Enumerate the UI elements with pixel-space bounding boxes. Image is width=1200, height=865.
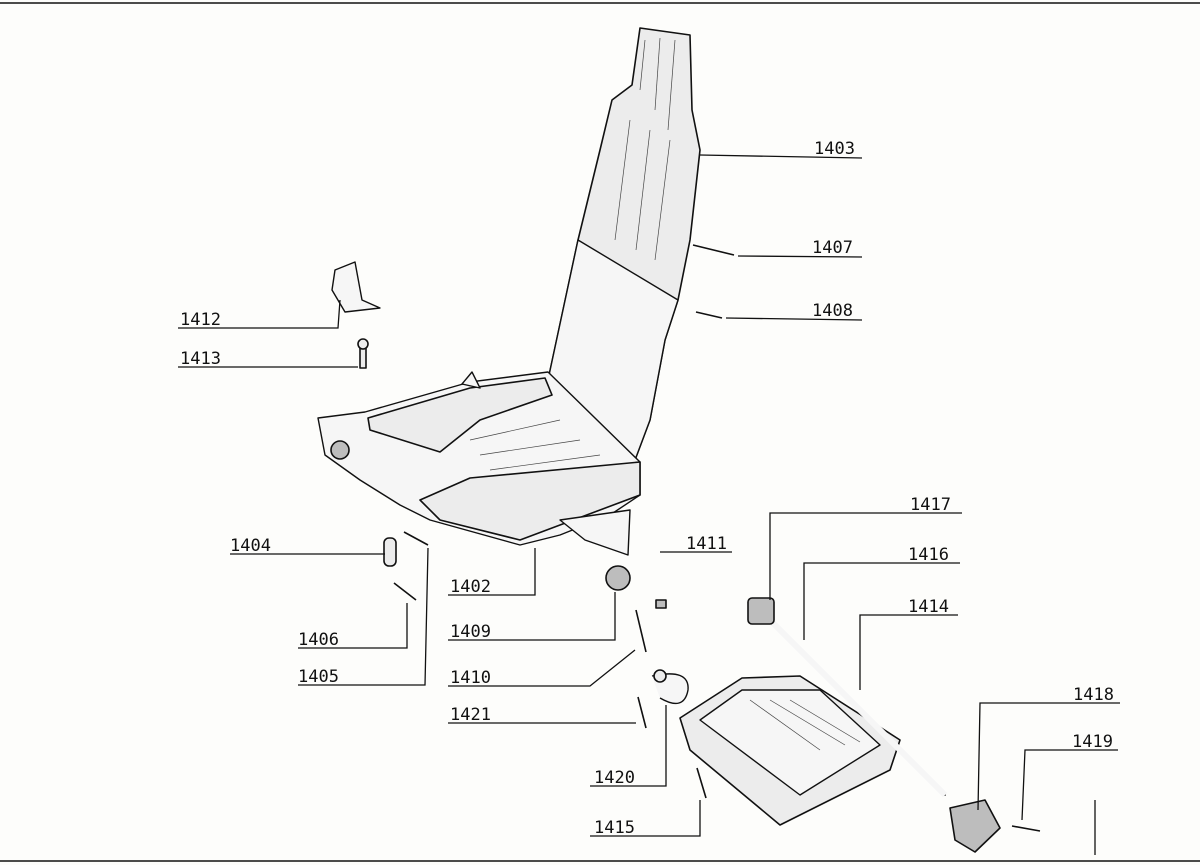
seat-pan-part bbox=[317, 371, 641, 556]
part-number-1418: 1418 bbox=[1073, 685, 1114, 705]
part-number-1421: 1421 bbox=[450, 705, 491, 725]
leader-1419 bbox=[1021, 749, 1118, 821]
bolt-part-1405 bbox=[403, 531, 429, 546]
bolt-part-1415 bbox=[696, 767, 707, 799]
part-number-1410: 1410 bbox=[450, 668, 491, 688]
hinge-bracket-part-1418 bbox=[949, 799, 1001, 853]
leader-1407 bbox=[737, 255, 863, 258]
leader-1412 bbox=[178, 299, 341, 329]
part-number-1412: 1412 bbox=[180, 310, 221, 330]
part-number-1408: 1408 bbox=[812, 301, 853, 321]
leader-1418 bbox=[977, 702, 1120, 811]
part-number-1419: 1419 bbox=[1072, 732, 1113, 752]
screw-part-1419 bbox=[1011, 825, 1041, 832]
part-number-1415: 1415 bbox=[594, 818, 635, 838]
end-cap-part-1417 bbox=[747, 597, 775, 625]
pin-part-1413 bbox=[357, 338, 369, 369]
leader-1415 bbox=[590, 800, 701, 837]
leader-1414 bbox=[859, 614, 958, 690]
leader-lines bbox=[178, 154, 1120, 855]
bolt-part-1407 bbox=[692, 244, 735, 256]
part-number-labels: 1403 1407 1408 1412 1413 1404 1402 1406 … bbox=[180, 139, 1114, 838]
part-number-1414: 1414 bbox=[908, 597, 949, 617]
leader-1416 bbox=[803, 562, 960, 640]
leader-1406 bbox=[298, 603, 408, 649]
clip-part-1404 bbox=[383, 537, 397, 567]
part-number-1416: 1416 bbox=[908, 545, 949, 565]
leader-1408 bbox=[725, 317, 863, 321]
part-number-1417: 1417 bbox=[910, 495, 951, 515]
footrest-part-1414 bbox=[679, 675, 901, 826]
leader-1403 bbox=[699, 154, 863, 159]
part-number-1405: 1405 bbox=[298, 667, 339, 687]
nut-part-1411 bbox=[655, 599, 667, 609]
part-number-1413: 1413 bbox=[180, 349, 221, 369]
part-number-1420: 1420 bbox=[594, 768, 635, 788]
leader-1410 bbox=[448, 649, 636, 687]
part-number-1409: 1409 bbox=[450, 622, 491, 642]
leader-1405 bbox=[298, 547, 429, 686]
leader-1420 bbox=[590, 705, 667, 787]
shackle-part-1420 bbox=[651, 669, 689, 705]
leader-1417 bbox=[769, 512, 962, 600]
part-number-1406: 1406 bbox=[298, 630, 339, 650]
rod-part-1410 bbox=[635, 609, 647, 653]
part-number-1404: 1404 bbox=[230, 536, 271, 556]
part-number-1411: 1411 bbox=[686, 534, 727, 554]
clamp-part-1409 bbox=[605, 565, 631, 591]
bracket-plate-part-1412 bbox=[331, 261, 381, 313]
screw-part-1408 bbox=[695, 311, 723, 319]
leader-1409 bbox=[448, 592, 616, 641]
bolt-part-1421 bbox=[637, 696, 647, 729]
leader-1402 bbox=[448, 548, 536, 596]
part-number-1402: 1402 bbox=[450, 577, 491, 597]
part-number-1403: 1403 bbox=[814, 139, 855, 159]
part-number-1407: 1407 bbox=[812, 238, 853, 258]
screw-part-1406 bbox=[393, 582, 417, 601]
tube-part-1416 bbox=[757, 607, 948, 798]
